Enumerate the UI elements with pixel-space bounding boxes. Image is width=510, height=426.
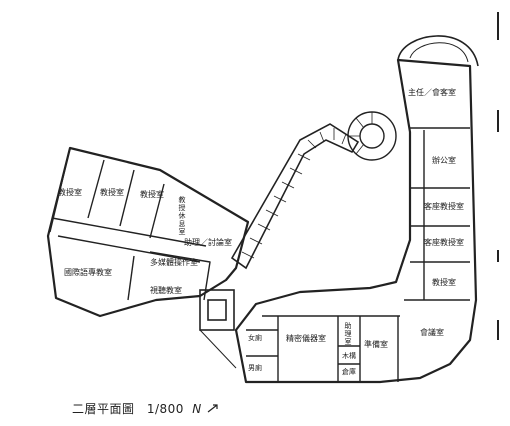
room-director-reception: 主任／會客室 bbox=[408, 88, 456, 97]
room-faculty-1: 教授室 bbox=[58, 188, 82, 197]
stair-core bbox=[199, 289, 237, 369]
room-seminar: 助理／討論室 bbox=[184, 238, 232, 247]
stair-bridge bbox=[230, 123, 360, 270]
multi-op-wall bbox=[149, 251, 211, 301]
room-meeting: 會議室 bbox=[420, 328, 444, 337]
classroom-divider-2 bbox=[119, 169, 135, 227]
plan-caption: 二層平面圖 1/800 N bbox=[72, 400, 220, 417]
room-multimedia-operation: 多媒體操作室 bbox=[150, 258, 198, 267]
room-assistant: 助理室 bbox=[344, 322, 352, 346]
audiovisual-wall bbox=[127, 255, 135, 301]
spiral-stair bbox=[347, 111, 397, 161]
room-female-wc: 女廁 bbox=[248, 334, 262, 342]
room-faculty-2: 教授室 bbox=[100, 188, 124, 197]
room-guest-faculty-1: 客座教授室 bbox=[424, 202, 464, 211]
classroom-divider-1 bbox=[87, 159, 105, 219]
room-faculty-lounge: 教授休息室 bbox=[178, 196, 186, 236]
classroom-divider-3 bbox=[149, 183, 165, 239]
rotunda-arc bbox=[397, 35, 479, 67]
room-office: 辦公室 bbox=[432, 156, 456, 165]
room-wood: 木構 bbox=[342, 352, 356, 360]
room-faculty-east: 教授室 bbox=[432, 278, 456, 287]
room-guest-faculty-2: 客座教授室 bbox=[424, 238, 464, 247]
room-storage: 倉庫 bbox=[342, 368, 356, 376]
room-language-lab: 國際語專教室 bbox=[64, 268, 112, 277]
rotunda-arc-inner bbox=[409, 42, 469, 63]
room-prep: 準備室 bbox=[364, 340, 388, 349]
room-faculty-3: 教授室 bbox=[140, 190, 164, 199]
caption-title: 二層平面圖 bbox=[72, 402, 135, 416]
north-arrow-icon bbox=[207, 404, 218, 413]
room-audiovisual: 視聽教室 bbox=[150, 286, 182, 295]
room-male-wc: 男廁 bbox=[248, 364, 262, 372]
caption-scale: 1/800 bbox=[146, 402, 184, 416]
corridor-line-west bbox=[51, 217, 207, 247]
north-label: N bbox=[192, 402, 202, 416]
room-precision-instruments: 精密儀器室 bbox=[286, 334, 326, 343]
corridor-line-west-2 bbox=[57, 235, 201, 263]
east-wing-outline bbox=[234, 58, 478, 384]
